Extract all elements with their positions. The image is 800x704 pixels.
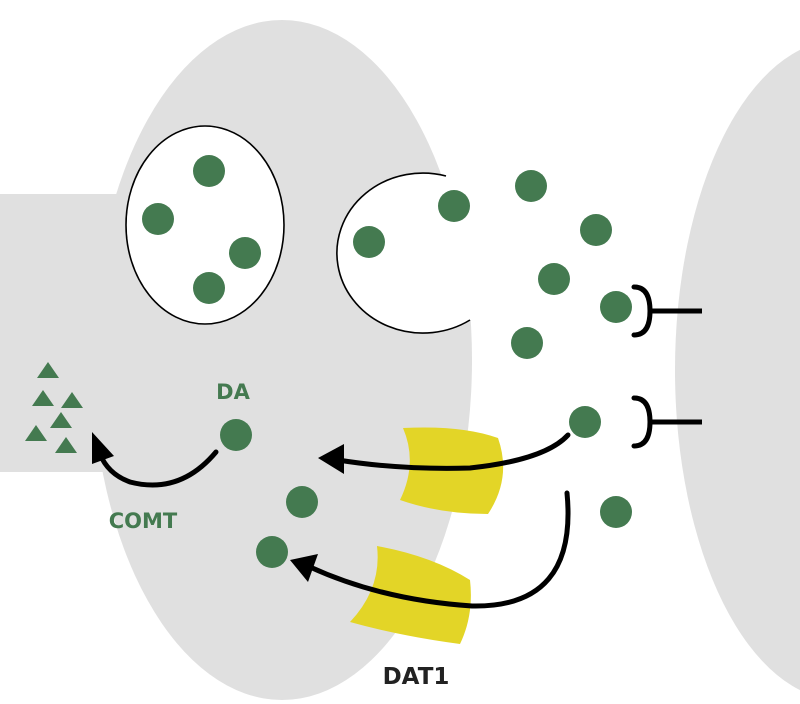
dopamine-molecule	[600, 291, 632, 323]
dopamine-molecule	[193, 272, 225, 304]
fusing-vesicle-outline	[336, 172, 471, 334]
dopamine-molecule	[569, 406, 601, 438]
postsynaptic-neuron	[675, 49, 800, 691]
dopamine-molecule	[580, 214, 612, 246]
dopamine-molecule	[193, 155, 225, 187]
dopamine-molecule	[286, 486, 318, 518]
dopamine-molecule	[220, 419, 252, 451]
dopamine-molecule	[538, 263, 570, 295]
comt-label: COMT	[109, 509, 178, 533]
arrowheads	[92, 432, 344, 582]
comt-metabolism-arrow	[97, 449, 219, 488]
reuptake-arrow	[335, 432, 571, 471]
dopamine-molecule	[142, 203, 174, 235]
dopamine-molecule	[256, 536, 288, 568]
dopamine-molecule	[600, 496, 632, 528]
dopamine-molecule	[511, 327, 543, 359]
arrows	[97, 432, 571, 609]
synaptic-vesicle	[125, 125, 285, 325]
dopamine-receptor	[631, 284, 702, 338]
metabolite-triangle	[55, 437, 77, 453]
metabolite-triangle	[61, 392, 83, 408]
reuptaken-dopamine-group	[220, 419, 318, 568]
dopamine-molecule	[515, 170, 547, 202]
metabolite-triangle	[50, 412, 72, 428]
dopamine-molecule	[353, 226, 385, 258]
cleft-dopamine-group	[353, 170, 632, 528]
reuptake-arrow	[307, 490, 571, 609]
vesicle-dopamine-group	[142, 155, 261, 304]
dat1-label: DAT1	[383, 664, 450, 690]
dopamine-receptor	[631, 395, 702, 449]
metabolite-triangle	[32, 390, 54, 406]
arrowhead	[290, 554, 318, 582]
da-label: DA	[216, 380, 250, 404]
metabolite-triangle	[37, 362, 59, 378]
arrowhead	[318, 444, 344, 474]
arrowhead	[92, 432, 114, 464]
dat1-transporter	[350, 546, 471, 644]
fusing-vesicle	[336, 140, 520, 334]
metabolite-triangle	[25, 425, 47, 441]
dopamine-molecule	[229, 237, 261, 269]
metabolite-group	[25, 362, 83, 453]
dopamine-molecule	[438, 190, 470, 222]
